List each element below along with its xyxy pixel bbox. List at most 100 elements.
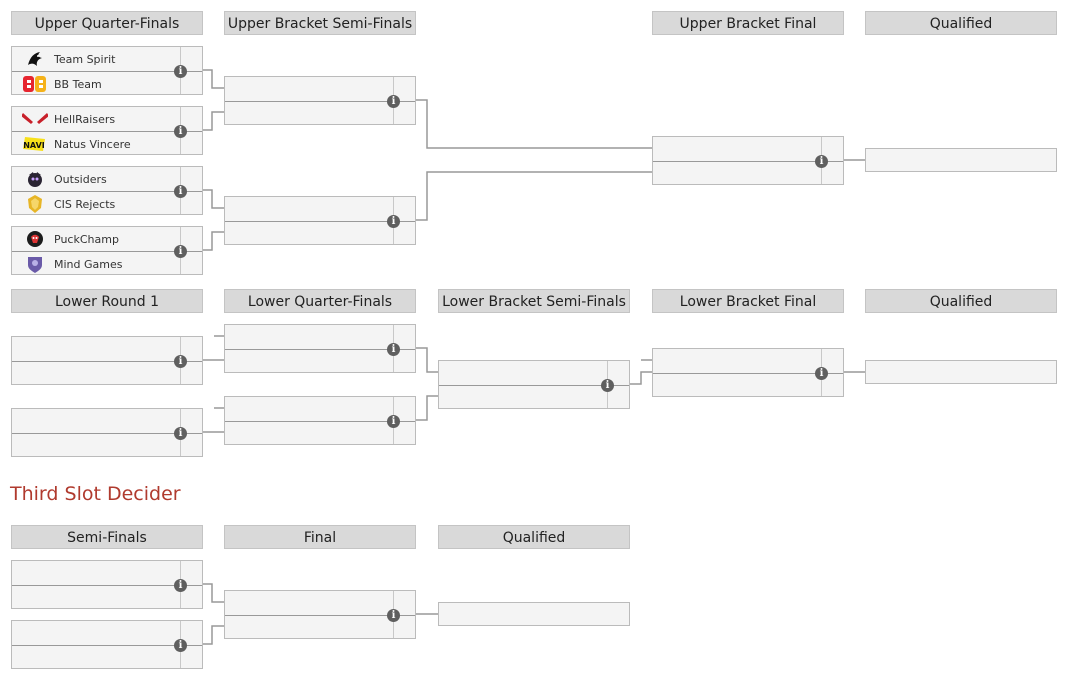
connector-line	[203, 69, 224, 89]
team-slot[interactable]	[653, 137, 821, 161]
team-slot[interactable]	[225, 616, 393, 640]
bb-team-logo	[22, 74, 48, 94]
team-name: Outsiders	[54, 172, 107, 186]
header-third-final: Final	[224, 525, 416, 549]
info-icon[interactable]: i	[387, 343, 400, 356]
match-divider	[12, 251, 202, 252]
team-slot[interactable]	[12, 337, 180, 361]
match-divider	[225, 615, 415, 616]
info-icon[interactable]: i	[815, 367, 828, 380]
info-icon[interactable]: i	[174, 579, 187, 592]
team-slot[interactable]: Mind Games	[12, 252, 180, 276]
natus-vincere-logo: NAVI	[22, 134, 48, 154]
outsiders-logo	[22, 169, 48, 189]
match-divider	[225, 221, 415, 222]
match-divider	[12, 131, 202, 132]
team-slot[interactable]	[225, 591, 393, 615]
match-upper-qf-4: PuckChamp Mind Games i	[11, 226, 203, 275]
team-slot[interactable]	[225, 397, 393, 421]
team-slot[interactable]: NAVI Natus Vincere	[12, 132, 180, 156]
qualified-slot-upper[interactable]	[865, 148, 1057, 172]
team-name: HellRaisers	[54, 112, 116, 126]
hellraisers-logo	[22, 109, 48, 129]
connector-line	[416, 99, 652, 149]
info-icon[interactable]: i	[387, 415, 400, 428]
team-slot[interactable]	[12, 586, 180, 610]
match-divider	[12, 71, 202, 72]
match-divider	[439, 385, 629, 386]
team-slot[interactable]	[12, 409, 180, 433]
info-icon[interactable]: i	[601, 379, 614, 392]
qualified-slot-lower[interactable]	[865, 360, 1057, 384]
team-slot[interactable]	[653, 349, 821, 373]
info-icon[interactable]: i	[174, 65, 187, 78]
connector-line	[203, 625, 224, 645]
team-slot[interactable]	[225, 325, 393, 349]
team-spirit-logo	[22, 49, 48, 69]
match-divider	[12, 645, 202, 646]
team-slot[interactable]	[653, 162, 821, 186]
header-lower-qualified: Qualified	[865, 289, 1057, 313]
info-icon[interactable]: i	[815, 155, 828, 168]
team-slot[interactable]	[12, 561, 180, 585]
team-slot[interactable]	[653, 374, 821, 398]
match-third-sf-1: i	[11, 560, 203, 609]
team-slot[interactable]	[439, 386, 607, 410]
mind-games-logo	[22, 254, 48, 274]
team-slot[interactable]	[225, 197, 393, 221]
section-title-third-slot-decider: Third Slot Decider	[10, 483, 181, 505]
team-slot[interactable]: BB Team	[12, 72, 180, 96]
connector-line	[416, 347, 438, 373]
team-slot[interactable]	[225, 77, 393, 101]
team-slot[interactable]: CIS Rejects	[12, 192, 180, 216]
match-lower-final: i	[652, 348, 844, 397]
team-slot[interactable]: PuckChamp	[12, 227, 180, 251]
connector-line	[203, 111, 224, 131]
team-name: Mind Games	[54, 257, 123, 271]
team-slot[interactable]: Team Spirit	[12, 47, 180, 71]
match-third-sf-2: i	[11, 620, 203, 669]
info-icon[interactable]: i	[174, 245, 187, 258]
match-third-final: i	[224, 590, 416, 639]
match-lower-r1-1: i	[11, 336, 203, 385]
connector-line	[203, 231, 224, 251]
match-upper-sf-2: i	[224, 196, 416, 245]
info-icon[interactable]: i	[174, 427, 187, 440]
team-slot[interactable]	[225, 350, 393, 374]
info-icon[interactable]: i	[174, 355, 187, 368]
match-lower-r1-2: i	[11, 408, 203, 457]
match-divider	[12, 361, 202, 362]
team-slot[interactable]	[439, 361, 607, 385]
info-icon[interactable]: i	[174, 125, 187, 138]
info-icon[interactable]: i	[387, 215, 400, 228]
match-upper-final: i	[652, 136, 844, 185]
svg-text:NAVI: NAVI	[23, 141, 45, 150]
team-slot[interactable]	[225, 422, 393, 446]
match-divider	[653, 373, 843, 374]
connector-line	[416, 171, 652, 221]
header-upper-quarter-finals: Upper Quarter-Finals	[11, 11, 203, 35]
team-slot[interactable]	[12, 646, 180, 670]
info-icon[interactable]: i	[174, 185, 187, 198]
cis-rejects-logo	[22, 194, 48, 214]
header-lower-bracket-final: Lower Bracket Final	[652, 289, 844, 313]
puckchamp-logo	[22, 229, 48, 249]
info-icon[interactable]: i	[387, 95, 400, 108]
match-upper-qf-2: HellRaisers NAVI Natus Vincere i	[11, 106, 203, 155]
info-icon[interactable]: i	[387, 609, 400, 622]
qualified-slot-third[interactable]	[438, 602, 630, 626]
team-slot[interactable]	[12, 362, 180, 386]
team-slot[interactable]	[12, 434, 180, 458]
info-icon[interactable]: i	[174, 639, 187, 652]
team-slot[interactable]: Outsiders	[12, 167, 180, 191]
team-slot[interactable]: HellRaisers	[12, 107, 180, 131]
match-divider	[225, 349, 415, 350]
team-slot[interactable]	[225, 102, 393, 126]
header-third-semi-finals: Semi-Finals	[11, 525, 203, 549]
match-divider	[225, 421, 415, 422]
header-lower-quarter-finals: Lower Quarter-Finals	[224, 289, 416, 313]
match-divider	[12, 191, 202, 192]
team-slot[interactable]	[12, 621, 180, 645]
team-slot[interactable]	[225, 222, 393, 246]
